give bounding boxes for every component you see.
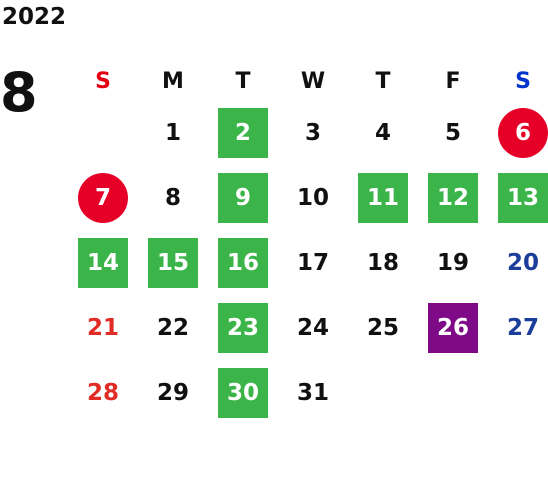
year-label: 2022 [2, 4, 67, 30]
month-number: 8 [0, 61, 38, 124]
day-cell: 15 [138, 230, 208, 295]
day-cell: 22 [138, 295, 208, 360]
day-cell: 3 [278, 100, 348, 165]
day-cell: 19 [418, 230, 488, 295]
day-cell: 1 [138, 100, 208, 165]
day-number[interactable]: 17 [296, 249, 329, 276]
day-number[interactable]: 25 [366, 314, 399, 341]
day-cell [418, 360, 488, 425]
day-number[interactable]: 30 [218, 367, 268, 418]
day-number[interactable]: 28 [86, 379, 119, 406]
day-cell: 12 [418, 165, 488, 230]
day-number[interactable]: 2 [218, 107, 268, 158]
day-cell: 18 [348, 230, 418, 295]
day-cell [348, 360, 418, 425]
day-number[interactable]: 12 [428, 172, 478, 223]
day-number[interactable]: 18 [366, 249, 399, 276]
day-cell: 23 [208, 295, 278, 360]
day-number[interactable]: 16 [218, 237, 268, 288]
day-cell: 31 [278, 360, 348, 425]
day-number[interactable]: 29 [156, 379, 189, 406]
day-cell: 14 [68, 230, 138, 295]
day-cell: 16 [208, 230, 278, 295]
day-number[interactable]: 6 [498, 107, 548, 158]
weekday-wednesday: W [300, 69, 326, 94]
day-cell [488, 360, 548, 425]
day-cell: 2 [208, 100, 278, 165]
week-row: 28 29 30 31 [68, 360, 548, 425]
day-number[interactable]: 3 [304, 119, 321, 146]
day-number[interactable]: 8 [164, 184, 181, 211]
day-cell: 7 [68, 165, 138, 230]
day-number[interactable]: 4 [374, 119, 391, 146]
day-cell: 13 [488, 165, 548, 230]
day-number[interactable]: 7 [78, 172, 128, 223]
weekday-sunday: S [95, 69, 111, 94]
day-cell: 30 [208, 360, 278, 425]
day-cell: 17 [278, 230, 348, 295]
day-number[interactable]: 26 [428, 302, 478, 353]
weekday-monday: M [162, 69, 184, 94]
day-number[interactable]: 21 [86, 314, 119, 341]
day-cell: 10 [278, 165, 348, 230]
day-cell: 27 [488, 295, 548, 360]
day-cell: 29 [138, 360, 208, 425]
week-row: 21 22 23 24 25 26 27 [68, 295, 548, 360]
day-number[interactable]: 19 [436, 249, 469, 276]
day-number[interactable]: 23 [218, 302, 268, 353]
day-cell: 5 [418, 100, 488, 165]
weekday-tuesday: T [235, 69, 251, 94]
week-row: 1 2 3 4 5 6 [68, 100, 548, 165]
day-cell: 9 [208, 165, 278, 230]
day-number[interactable]: 14 [78, 237, 128, 288]
day-number[interactable]: 5 [444, 119, 461, 146]
weekday-header-row: S M T W T F S [68, 63, 548, 100]
day-number[interactable]: 9 [218, 172, 268, 223]
day-number[interactable]: 24 [296, 314, 329, 341]
day-number[interactable]: 20 [506, 249, 539, 276]
day-cell: 6 [488, 100, 548, 165]
day-cell: 8 [138, 165, 208, 230]
day-number[interactable]: 22 [156, 314, 189, 341]
weekday-saturday: S [515, 69, 531, 94]
day-number[interactable]: 11 [358, 172, 408, 223]
day-number[interactable]: 1 [164, 119, 181, 146]
day-cell: 11 [348, 165, 418, 230]
day-number[interactable]: 13 [498, 172, 548, 223]
weekday-friday: F [445, 69, 461, 94]
day-cell [68, 100, 138, 165]
day-cell: 25 [348, 295, 418, 360]
day-cell: 28 [68, 360, 138, 425]
day-number[interactable]: 10 [296, 184, 329, 211]
weekday-thursday: T [375, 69, 391, 94]
day-number[interactable]: 27 [506, 314, 539, 341]
day-cell: 4 [348, 100, 418, 165]
day-number[interactable]: 15 [148, 237, 198, 288]
day-cell: 20 [488, 230, 548, 295]
day-number[interactable]: 31 [296, 379, 329, 406]
day-cell: 26 [418, 295, 488, 360]
day-cell: 21 [68, 295, 138, 360]
week-row: 7 8 9 10 11 12 13 [68, 165, 548, 230]
week-row: 14 15 16 17 18 19 20 [68, 230, 548, 295]
day-cell: 24 [278, 295, 348, 360]
